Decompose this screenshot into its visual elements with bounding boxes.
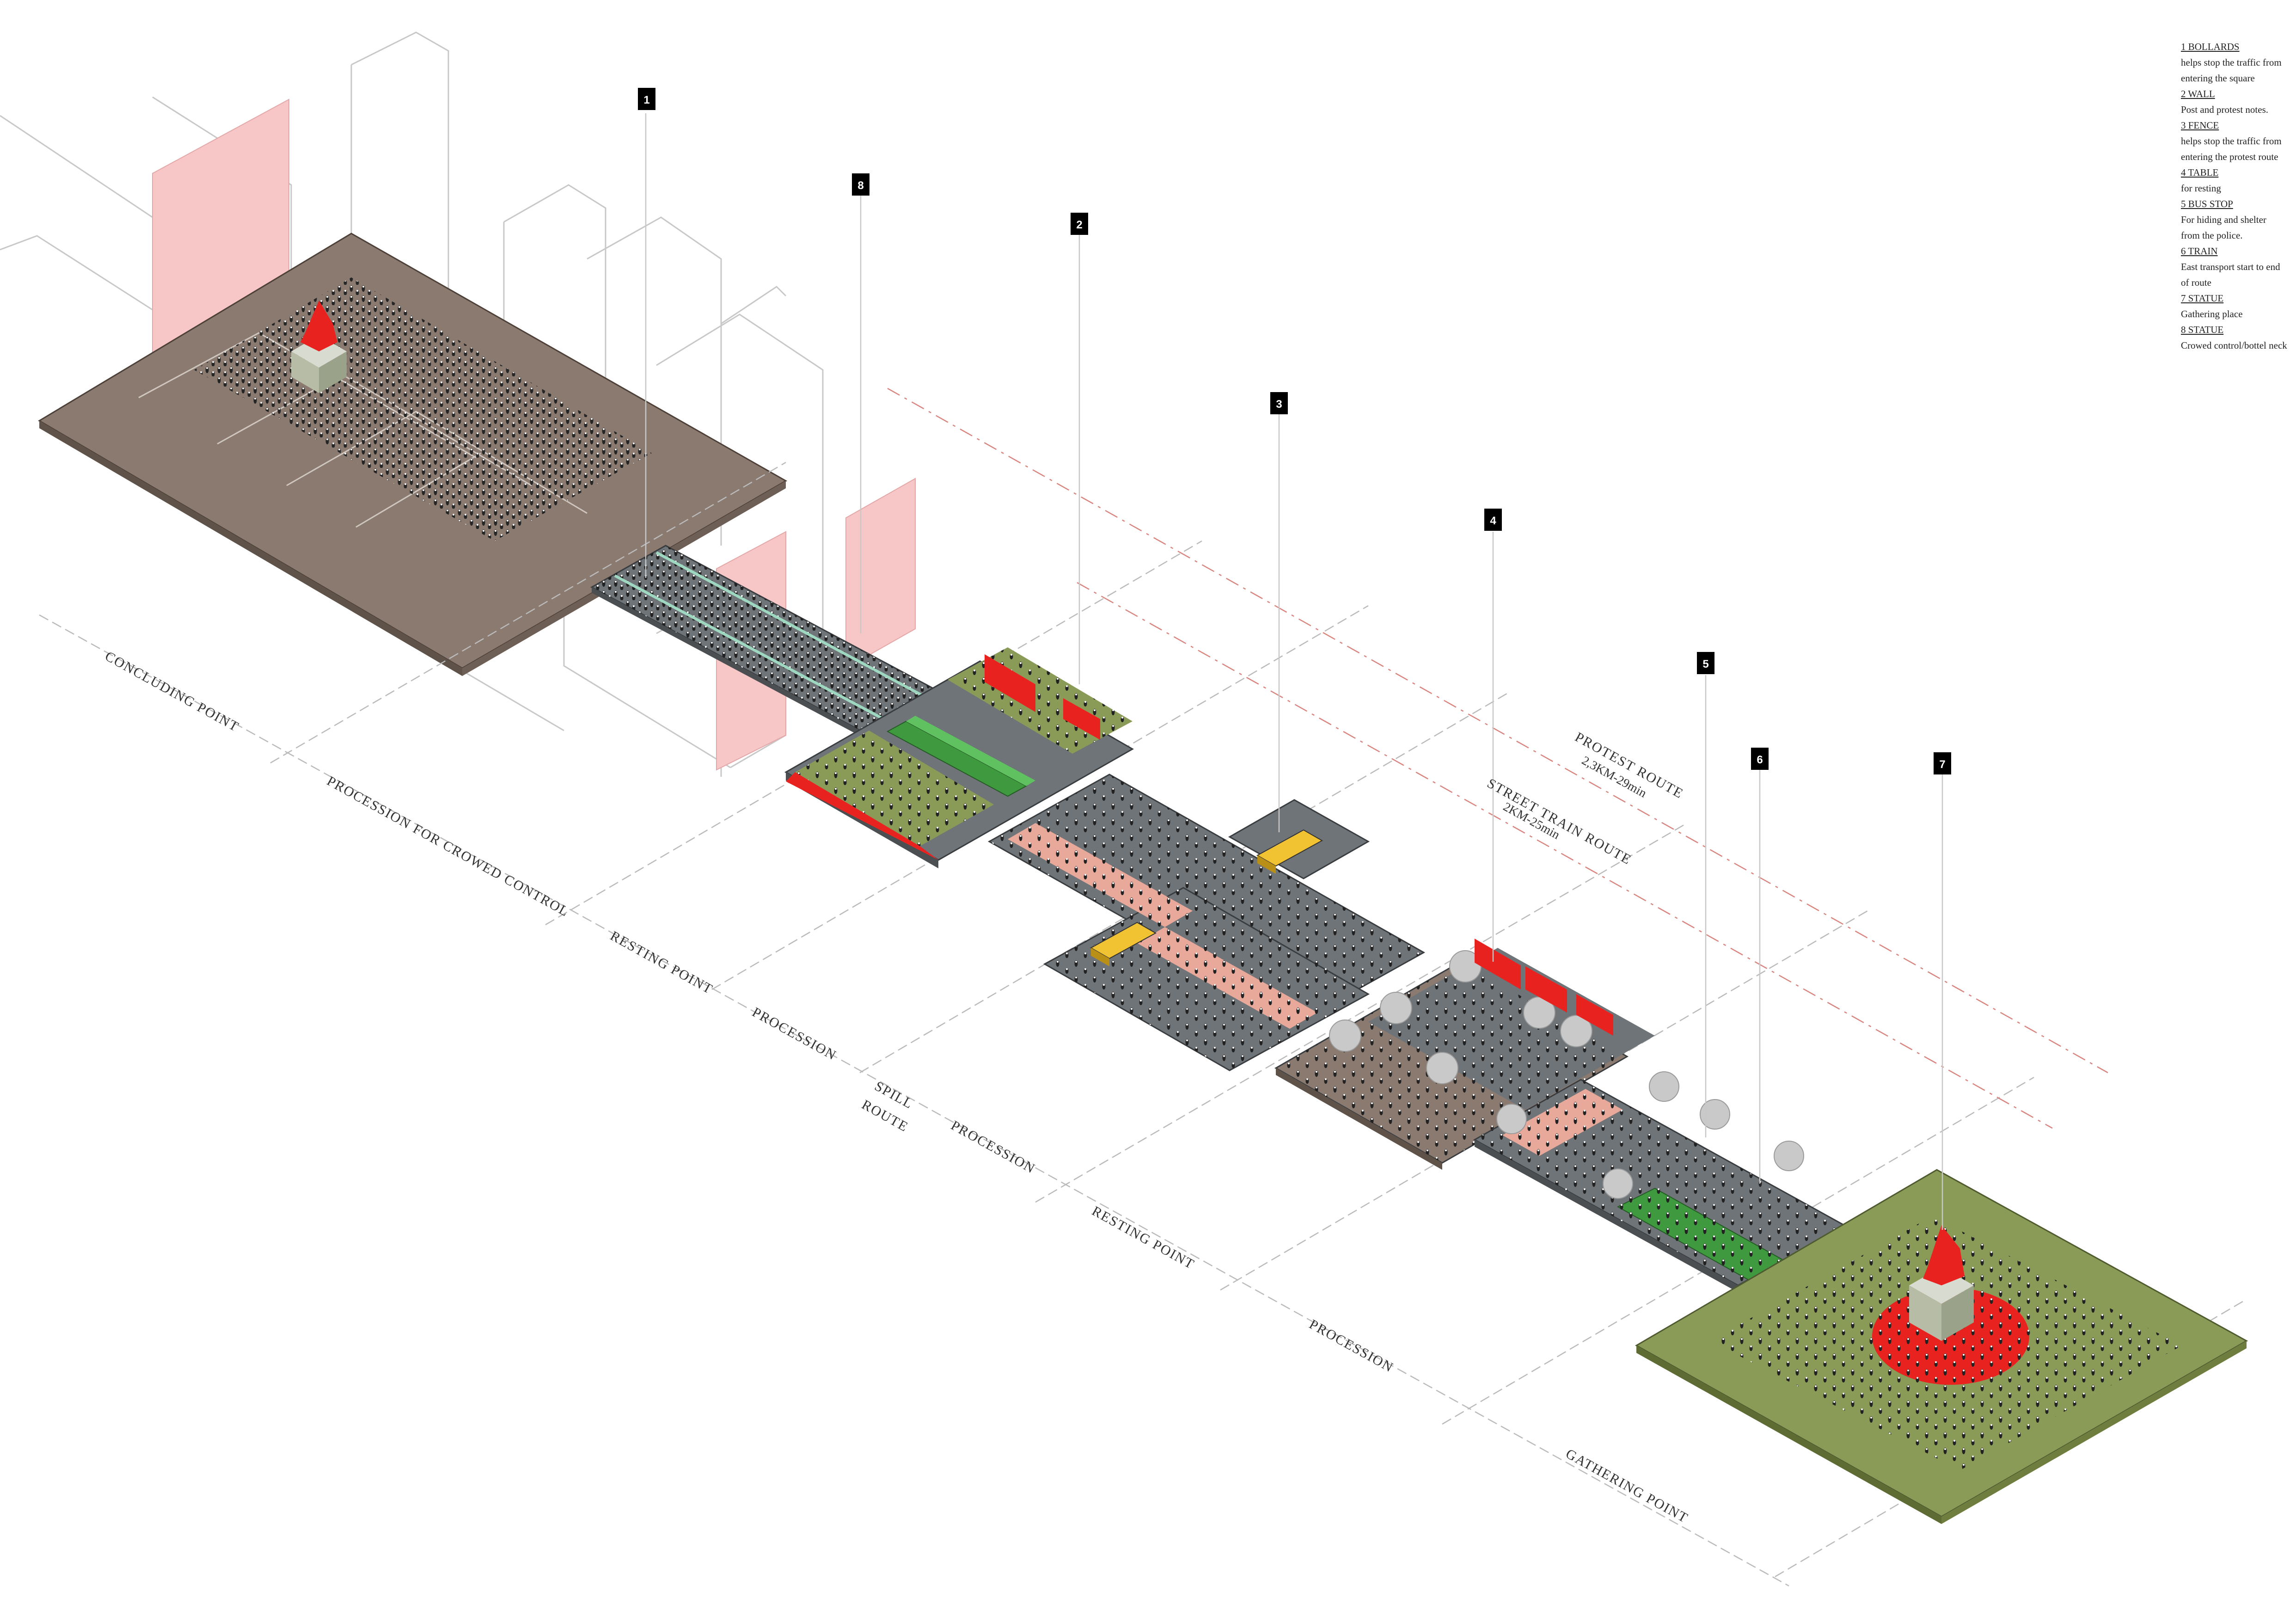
legend-item-title: 1 BOLLARDS [2181, 41, 2240, 52]
legend: 1 BOLLARDS helps stop the traffic from e… [2181, 39, 2287, 353]
legend-item-title: 5 BUS STOP [2181, 198, 2233, 209]
route-labels: PROTEST ROUTE 2,3KM-29min STREET TRAIN R… [1485, 729, 1686, 867]
svg-text:7: 7 [1939, 758, 1945, 771]
legend-item-desc: for resting [2181, 183, 2221, 194]
marker-4: 4 [1484, 509, 1502, 531]
legend-item: 7 STATUE Gathering place [2181, 290, 2287, 322]
label-concluding-point: CONCLUDING POINT [103, 648, 242, 735]
marker-8: 8 [852, 173, 869, 196]
legend-item: 3 FENCE helps stop the traffic from ente… [2181, 117, 2287, 165]
pedestrian-street [590, 545, 945, 741]
legend-item-desc: East transport start to end of route [2181, 261, 2280, 288]
legend-item-desc: helps stop the traffic from entering the… [2181, 135, 2282, 162]
label-procession-1: PROCESSION [750, 1004, 839, 1063]
marker-1: 1 [638, 88, 655, 110]
marker-3: 3 [1270, 392, 1288, 414]
legend-item-title: 4 TABLE [2181, 167, 2219, 178]
bus-a [1256, 829, 1323, 874]
legend-item-title: 8 STATUE [2181, 324, 2224, 335]
resting-block [1274, 939, 1655, 1170]
statue-8 [291, 301, 347, 393]
svg-text:2: 2 [1076, 219, 1082, 231]
legend-item-desc: Post and protest notes. [2181, 104, 2268, 115]
legend-item-title: 6 TRAIN [2181, 246, 2218, 257]
marker-leaders [645, 113, 1943, 1230]
legend-item-title: 2 WALL [2181, 88, 2215, 99]
legend-item: 1 BOLLARDS helps stop the traffic from e… [2181, 39, 2287, 86]
train-block [784, 647, 1134, 868]
marker-7: 7 [1934, 752, 1951, 774]
legend-item-desc: For hiding and shelter from the police. [2181, 214, 2266, 241]
gathering-green [1635, 1169, 2248, 1524]
marker-5: 5 [1697, 652, 1714, 674]
svg-text:3: 3 [1276, 398, 1282, 411]
svg-text:1: 1 [643, 94, 649, 106]
route-lines [887, 387, 2108, 1129]
label-procession-3: PROCESSION [1307, 1316, 1396, 1375]
marker-2: 2 [1071, 213, 1088, 235]
label-resting-point-2: RESTING POINT [1090, 1203, 1197, 1272]
marker-6: 6 [1751, 748, 1769, 770]
label-procession-crowd: PROCESSION FOR CROWED CONTROL [325, 773, 572, 920]
legend-item: 6 TRAIN East transport start to end of r… [2181, 243, 2287, 290]
svg-text:4: 4 [1490, 515, 1496, 527]
svg-text:5: 5 [1702, 658, 1708, 670]
legend-item-desc: Gathering place [2181, 308, 2243, 319]
legend-item: 4 TABLE for resting [2181, 165, 2287, 196]
legend-item-title: 3 FENCE [2181, 120, 2219, 131]
legend-item: 8 STATUE Crowed control/bottel neck [2181, 322, 2287, 353]
legend-item: 5 BUS STOP For hiding and shelter from t… [2181, 196, 2287, 243]
train-street-block [1473, 1071, 1846, 1296]
intersection-block [987, 774, 1426, 1071]
bus-b [1090, 922, 1157, 966]
legend-item: 2 WALL Post and protest notes. [2181, 86, 2287, 117]
train-route-title: STREET TRAIN ROUTE [1485, 775, 1634, 867]
svg-text:6: 6 [1757, 754, 1763, 766]
legend-item-desc: helps stop the traffic from entering the… [2181, 57, 2282, 84]
statue-7 [1909, 1225, 1974, 1341]
svg-text:8: 8 [857, 179, 863, 192]
legend-item-desc: Crowed control/bottel neck [2181, 340, 2287, 351]
label-gathering-point: GATHERING POINT [1563, 1446, 1691, 1526]
label-resting-point-1: RESTING POINT [608, 928, 716, 997]
label-procession-2: PROCESSION [949, 1118, 1038, 1176]
legend-item-title: 7 STATUE [2181, 293, 2224, 304]
